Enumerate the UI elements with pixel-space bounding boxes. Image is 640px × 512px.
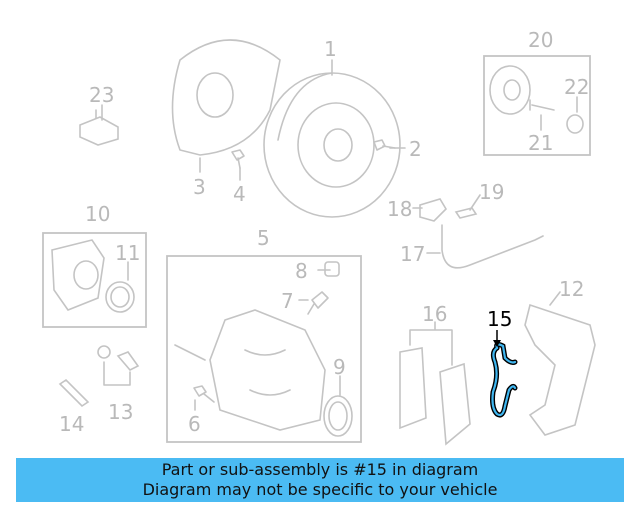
part-9-seal[interactable]	[323, 395, 353, 437]
arrow-15	[493, 340, 501, 347]
part-19-clip[interactable]	[454, 207, 478, 219]
callout-20[interactable]: 20	[528, 28, 553, 52]
callout-23[interactable]: 23	[89, 83, 114, 107]
callout-12[interactable]: 12	[559, 277, 584, 301]
callout-7[interactable]: 7	[281, 289, 294, 313]
info-banner: Part or sub-assembly is #15 in diagram D…	[16, 458, 624, 502]
callout-16[interactable]: 16	[422, 302, 447, 326]
callout-19[interactable]: 19	[479, 180, 504, 204]
callout-21[interactable]: 21	[528, 131, 553, 155]
part-23-sensor[interactable]	[79, 109, 119, 146]
callout-15[interactable]: 15	[487, 307, 512, 331]
part-1-brake-rotor[interactable]	[263, 72, 401, 218]
part-7-bleeder[interactable]	[307, 291, 329, 315]
part-5-caliper[interactable]	[174, 309, 326, 431]
callout-13[interactable]: 13	[108, 400, 133, 424]
callout-9[interactable]: 9	[333, 355, 346, 379]
part-14-pin[interactable]	[58, 378, 90, 408]
part-12-caliper-bracket[interactable]	[524, 303, 596, 436]
part-18-bracket[interactable]	[419, 198, 448, 222]
group-box-10	[42, 232, 147, 328]
group-box-20	[483, 55, 591, 156]
callout-6[interactable]: 6	[188, 412, 201, 436]
part-20-hub[interactable]	[489, 65, 584, 134]
part-6-bolt[interactable]	[193, 385, 215, 403]
leader-lines	[101, 59, 578, 411]
part-16-brake-pads[interactable]	[399, 347, 471, 446]
callout-8[interactable]: 8	[295, 259, 308, 283]
group-box-5	[166, 255, 362, 443]
banner-line-2: Diagram may not be specific to your vehi…	[142, 480, 498, 499]
callout-3[interactable]: 3	[193, 175, 206, 199]
callout-11[interactable]: 11	[115, 241, 140, 265]
part-11-seal[interactable]	[105, 281, 135, 313]
callout-10[interactable]: 10	[85, 202, 110, 226]
part-10-motor[interactable]	[51, 239, 105, 311]
part-8-cap[interactable]	[324, 261, 340, 277]
part-15-anti-rattle-spring[interactable]	[490, 341, 518, 418]
banner-line-1: Part or sub-assembly is #15 in diagram	[161, 460, 479, 479]
part-17-brake-hose[interactable]	[441, 224, 544, 269]
part-13-guide-pins[interactable]	[97, 345, 140, 371]
callout-22[interactable]: 22	[564, 75, 589, 99]
part-4-bolt[interactable]	[231, 149, 245, 169]
callout-17[interactable]: 17	[400, 242, 425, 266]
callout-18[interactable]: 18	[387, 197, 412, 221]
part-3-splash-shield[interactable]	[171, 39, 281, 156]
callout-2[interactable]: 2	[409, 137, 422, 161]
callout-5[interactable]: 5	[257, 226, 270, 250]
callout-1[interactable]: 1	[324, 37, 337, 61]
callout-4[interactable]: 4	[233, 182, 246, 206]
callout-14[interactable]: 14	[59, 412, 84, 436]
